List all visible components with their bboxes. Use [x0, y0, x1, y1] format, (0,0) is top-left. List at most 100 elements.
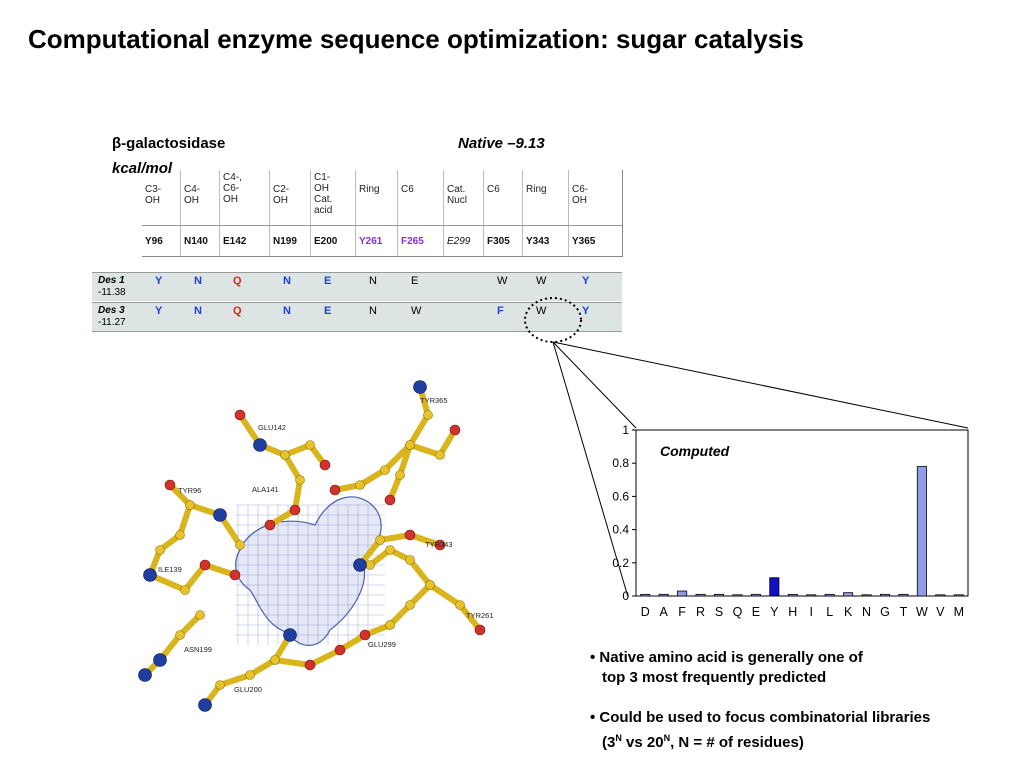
x-tick-label: G [880, 605, 890, 619]
oxygen-atom [329, 484, 341, 496]
design-name: Des 1 [98, 275, 125, 286]
design-residue: W [536, 275, 547, 287]
oxygen-atom [404, 529, 416, 541]
bond-stick [367, 547, 433, 628]
y-tick-label: 0.2 [612, 556, 629, 570]
residue-label: ILE139 [158, 565, 182, 574]
position-header-line: Cat. [447, 184, 466, 195]
carbon-atom [405, 440, 415, 450]
bar-T [898, 593, 909, 597]
bond-stick [357, 532, 443, 568]
oxygen-atom [449, 424, 461, 436]
residue-label: GLU200 [234, 685, 262, 694]
design-residue: N [283, 305, 291, 317]
x-tick-label: Y [770, 605, 779, 619]
slide-title: Computational enzyme sequence optimizati… [28, 24, 804, 54]
residue-label: TYR343 [425, 540, 453, 549]
position-header: C4-,C6-OH [223, 172, 263, 205]
electron-density-mesh [235, 496, 382, 646]
oxygen-atom [474, 624, 486, 636]
x-tick-label: M [954, 605, 964, 619]
x-tick-label: Q [733, 605, 743, 619]
column-divider [310, 170, 311, 256]
oxygen-atom [199, 559, 211, 571]
position-header: C4-OH [184, 184, 224, 206]
carbon-atom [270, 655, 280, 665]
design-residue: N [194, 305, 202, 317]
carbon-atom [395, 470, 405, 480]
bullet-1-line1: • Native amino acid is generally one of [590, 649, 863, 666]
bar-V [935, 594, 946, 597]
bullet-2-text-a: (3 [602, 734, 616, 751]
position-header-line: OH [314, 183, 329, 194]
carbon-atom [280, 450, 290, 460]
bar-H [787, 593, 798, 597]
carbon-atom [380, 465, 390, 475]
nitrogen-atom [153, 653, 167, 667]
x-tick-label: V [936, 605, 945, 619]
position-header: Ring [359, 184, 399, 195]
bond-stick [147, 562, 238, 593]
native-residue: Y96 [145, 236, 163, 247]
x-tick-label: W [916, 605, 928, 619]
bar-Q [732, 594, 743, 597]
table-header-block [142, 170, 623, 257]
bond-stick [142, 612, 203, 678]
oxygen-atom [264, 519, 276, 531]
position-header: C2-OH [273, 184, 313, 206]
oxygen-atom [359, 629, 371, 641]
nitrogen-atom [283, 628, 297, 642]
design-energy: -11.27 [98, 317, 126, 328]
carbon-atom [195, 610, 205, 620]
bond-stick [427, 582, 483, 633]
design-name: Des 3 [98, 305, 125, 316]
bullet-2-line1: • Could be used to focus combinatorial l… [590, 709, 931, 726]
x-tick-label: N [862, 605, 871, 619]
nitrogen-atom [138, 668, 152, 682]
bullet-2-sup-2: N [663, 733, 671, 743]
bond-stick [202, 632, 293, 708]
position-header-line: C6 [401, 184, 414, 195]
column-divider [443, 170, 444, 256]
plot-area [635, 429, 969, 597]
design-residue: N [194, 275, 202, 287]
bullet-2-text-c: , N = # of residues) [670, 734, 804, 751]
column-divider [269, 170, 270, 256]
carbon-atom [365, 560, 375, 570]
x-tick-label: E [752, 605, 760, 619]
x-tick-label: K [844, 605, 853, 619]
design-residue: N [369, 275, 377, 287]
oxygen-atom [384, 494, 396, 506]
oxygen-atom [434, 539, 446, 551]
carbon-atom [425, 580, 435, 590]
bar-F [677, 590, 688, 597]
position-header-line: C3- [145, 184, 162, 195]
column-divider [180, 170, 181, 256]
carbon-atom [175, 630, 185, 640]
carbon-atom [175, 530, 185, 540]
column-divider [522, 170, 523, 256]
carbon-atom [385, 620, 395, 630]
design-row [92, 272, 622, 301]
beta-symbol: β [112, 135, 122, 152]
design-residue: Q [233, 275, 242, 287]
column-divider [219, 170, 220, 256]
bar-S [713, 593, 725, 597]
native-residue: Y343 [526, 236, 550, 247]
design-residue: E [411, 275, 419, 287]
design-energy: -11.38 [98, 287, 126, 298]
design-residue: E [324, 305, 332, 317]
oxygen-atom [304, 659, 316, 671]
nitrogen-atom [143, 568, 157, 582]
bullet-list: • Native amino acid is generally one of … [590, 648, 930, 773]
chart-annotation: Computed [660, 443, 730, 459]
position-header-line: Ring [359, 184, 380, 195]
carbon-atom [185, 500, 195, 510]
position-header: C6-OH [572, 184, 612, 206]
position-header-line: C1- [314, 172, 331, 183]
carbon-atom [245, 670, 255, 680]
bar-K [843, 592, 854, 597]
oxygen-atom [164, 479, 176, 491]
